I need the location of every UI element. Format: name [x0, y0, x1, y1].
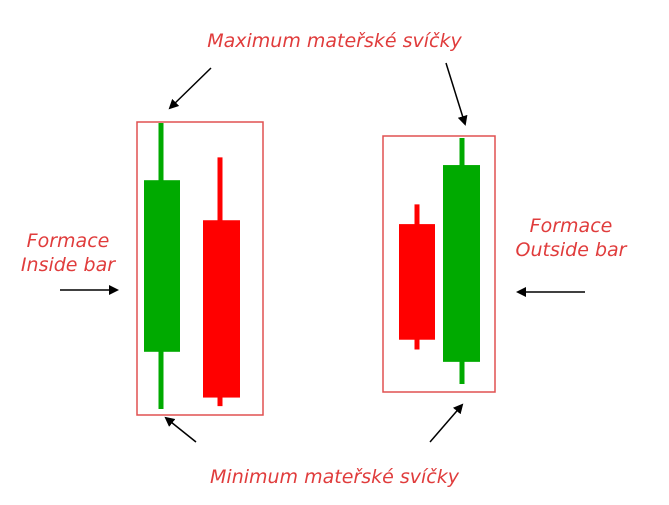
outside-mother-body: [399, 224, 435, 340]
bottom-caption: Minimum mateřské svíčky: [210, 466, 459, 488]
outside-child-body: [443, 165, 480, 362]
left-label: Formace Inside bar: [8, 229, 128, 277]
outside-bar-frame: [382, 135, 496, 393]
arrow-bottom-right: [429, 403, 464, 443]
inside-child-body: [203, 220, 240, 398]
arrow-top-left: [168, 67, 212, 110]
inside-bar-frame: [136, 121, 264, 416]
top-caption: Maximum mateřské svíčky: [207, 30, 462, 52]
right-label: Formace Outside bar: [503, 214, 639, 262]
right-label-line1: Formace: [529, 215, 613, 237]
left-label-line2: Inside bar: [20, 254, 116, 276]
arrow-bottom-left: [164, 416, 197, 443]
right-label-line2: Outside bar: [515, 239, 627, 261]
inside-mother-body: [144, 180, 180, 352]
arrow-top-right: [445, 62, 468, 126]
left-label-line1: Formace: [26, 230, 110, 252]
